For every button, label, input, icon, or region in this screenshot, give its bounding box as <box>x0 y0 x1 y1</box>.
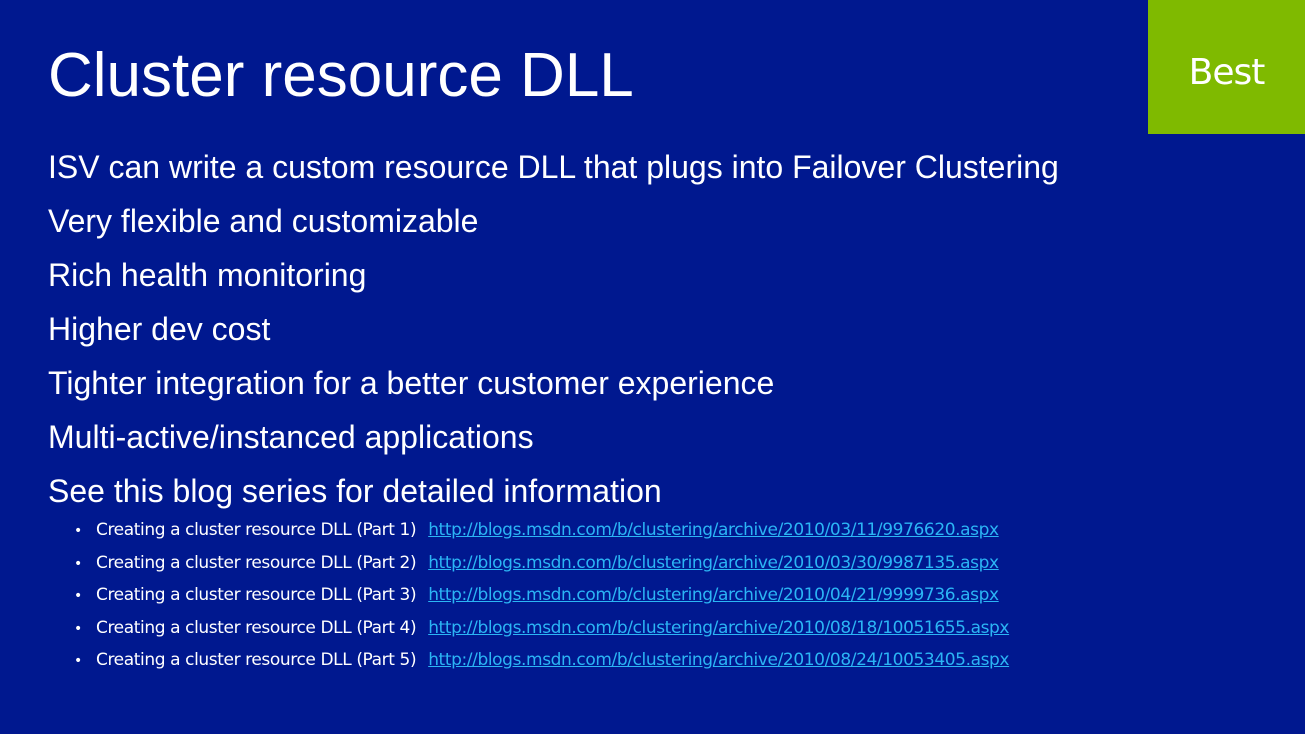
point-integration: Tighter integration for a better custome… <box>48 365 775 401</box>
bullet-dot-icon: • <box>74 588 82 604</box>
point-health-monitoring: Rich health monitoring <box>48 257 367 293</box>
blog-reference-list: • Creating a cluster resource DLL (Part 1… <box>74 514 1010 677</box>
reference-item: • Creating a cluster resource DLL (Part 3… <box>74 579 1009 612</box>
bullet-points: ISV can write a custom resource DLL that… <box>48 140 1059 518</box>
point-flexible: Very flexible and customizable <box>48 203 479 239</box>
reference-label: Creating a cluster resource DLL (Part 1) <box>96 520 417 540</box>
reference-item: • Creating a cluster resource DLL (Part 2… <box>74 547 1009 580</box>
bullet-dot-icon: • <box>74 555 82 572</box>
reference-item: • Creating a cluster resource DLL (Part 1… <box>74 514 1009 547</box>
reference-link[interactable]: http://blogs.msdn.com/b/clustering/archi… <box>428 552 999 573</box>
reference-item: • Creating a cluster resource DLL (Part 5… <box>74 644 1010 677</box>
best-badge: Best <box>1148 0 1305 134</box>
reference-link[interactable]: http://blogs.msdn.com/b/clustering/archi… <box>428 650 1010 670</box>
reference-link[interactable]: http://blogs.msdn.com/b/clustering/archi… <box>428 520 999 540</box>
point-multi-active: Multi-active/instanced applications <box>48 419 534 455</box>
bullet-dot-icon: • <box>74 653 82 669</box>
reference-label: Creating a cluster resource DLL (Part 5) <box>96 650 417 670</box>
point-dev-cost: Higher dev cost <box>48 311 271 347</box>
point-isv-custom-dll: ISV can write a custom resource DLL that… <box>48 149 1059 185</box>
bullet-dot-icon: • <box>74 620 82 637</box>
point-blog-series: See this blog series for detailed inform… <box>48 473 662 509</box>
reference-label: Creating a cluster resource DLL (Part 3) <box>96 585 417 605</box>
reference-label: Creating a cluster resource DLL (Part 4) <box>96 617 417 638</box>
reference-link[interactable]: http://blogs.msdn.com/b/clustering/archi… <box>428 617 1010 638</box>
reference-link[interactable]: http://blogs.msdn.com/b/clustering/archi… <box>428 585 999 605</box>
reference-item: • Creating a cluster resource DLL (Part 4… <box>74 612 1010 645</box>
slide-title: Cluster resource DLL <box>48 41 634 110</box>
reference-label: Creating a cluster resource DLL (Part 2) <box>96 552 417 573</box>
bullet-dot-icon: • <box>74 523 82 539</box>
